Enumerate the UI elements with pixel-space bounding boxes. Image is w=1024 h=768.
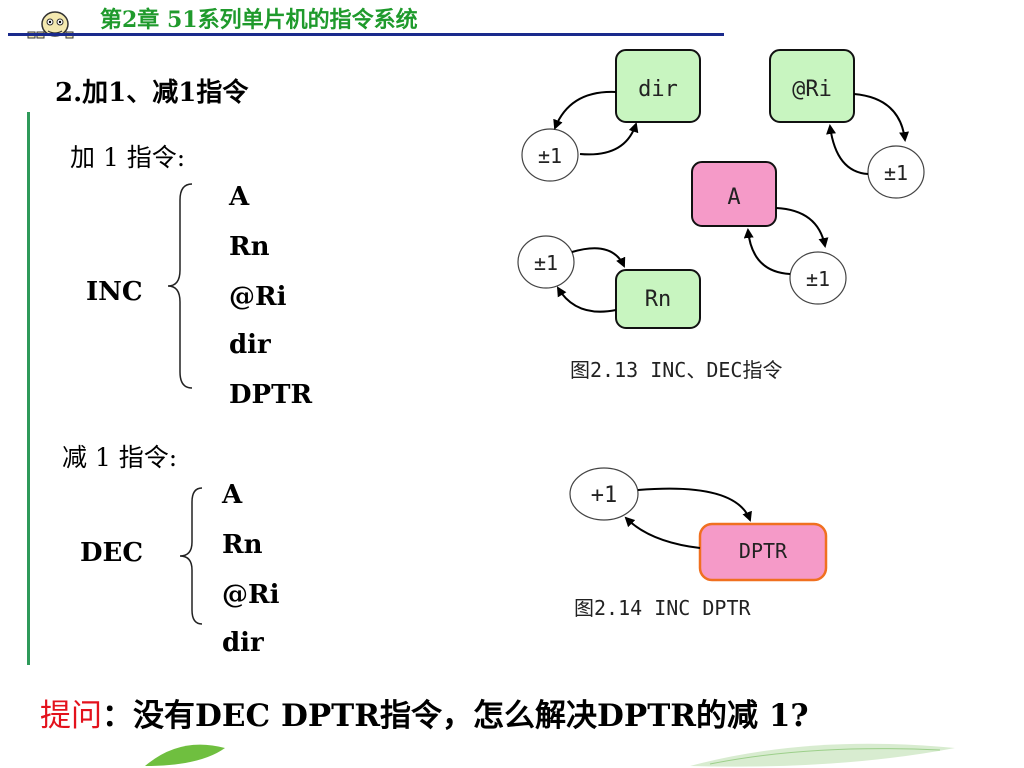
svg-text:+1: +1 bbox=[591, 483, 618, 508]
leaf-decoration-left-icon bbox=[145, 744, 225, 766]
inc-operand-rn: Rn bbox=[229, 232, 270, 262]
section-title: 2.加1、减1指令 bbox=[55, 78, 249, 108]
figure-inc-dptr-diagram: +1 DPTR bbox=[569, 467, 828, 582]
circle-pm1-ri: ±1 bbox=[867, 145, 925, 199]
dec-mnemonic: DEC bbox=[80, 538, 144, 568]
circle-pm1-rn: ±1 bbox=[517, 235, 575, 289]
arrow-plus1-to-dptr bbox=[637, 487, 752, 522]
svg-text:DPTR: DPTR bbox=[739, 539, 788, 563]
dec-operand-dir: dir bbox=[222, 628, 264, 658]
dec-label: 减 1 指令: bbox=[62, 443, 178, 472]
node-ri: @Ri bbox=[769, 49, 855, 123]
circle-pm1-dir: ±1 bbox=[521, 128, 579, 182]
header-divider bbox=[8, 33, 724, 36]
inc-operand-ri: @Ri bbox=[229, 282, 287, 312]
circle-pm1-a: ±1 bbox=[789, 251, 847, 305]
node-a: A bbox=[691, 161, 777, 227]
arrow-a-to-pm1 bbox=[775, 207, 829, 248]
leaf-decoration-right-icon bbox=[690, 743, 955, 767]
inc-label: 加 1 指令: bbox=[70, 143, 186, 172]
svg-text:A: A bbox=[727, 185, 740, 210]
inc-operand-a: A bbox=[229, 182, 250, 212]
circle-plus1-dptr: +1 bbox=[569, 467, 639, 521]
inc-operand-dir: dir bbox=[229, 330, 271, 360]
dec-operand-a: A bbox=[222, 480, 243, 510]
question-line: 提问：没有DEC DPTR指令，怎么解决DPTR的减 1? bbox=[40, 690, 809, 735]
node-rn: Rn bbox=[615, 269, 701, 329]
arrow-ri-to-pm1 bbox=[853, 93, 910, 142]
svg-text:±1: ±1 bbox=[884, 161, 908, 185]
question-text: ：没有DEC DPTR指令，怎么解决DPTR的减 1? bbox=[102, 698, 809, 734]
svg-text:dir: dir bbox=[638, 77, 678, 102]
svg-text:±1: ±1 bbox=[806, 267, 830, 291]
inc-brace bbox=[167, 183, 193, 389]
node-dir: dir bbox=[615, 49, 701, 123]
arrow-dir-to-pm1 bbox=[553, 90, 617, 130]
left-accent-bar bbox=[27, 112, 30, 665]
svg-text:±1: ±1 bbox=[538, 144, 562, 168]
svg-text:@Ri: @Ri bbox=[792, 77, 832, 102]
arrow-pm1-to-a bbox=[743, 228, 791, 275]
svg-text:±1: ±1 bbox=[534, 251, 558, 275]
arrow-pm1-to-rn bbox=[571, 247, 626, 268]
question-prefix: 提问 bbox=[40, 698, 102, 734]
arrow-pm1-to-ri bbox=[826, 124, 869, 175]
figure-2-14-caption: 图2.14 INC DPTR bbox=[574, 596, 751, 620]
arrow-rn-to-pm1 bbox=[556, 286, 617, 313]
figure-2-13-caption: 图2.13 INC、DEC指令 bbox=[570, 358, 783, 382]
dec-operand-ri: @Ri bbox=[222, 580, 280, 610]
inc-operand-dptr: DPTR bbox=[229, 380, 313, 410]
inc-mnemonic: INC bbox=[86, 277, 143, 307]
arrow-dptr-to-plus1 bbox=[624, 516, 701, 549]
dec-operand-rn: Rn bbox=[222, 530, 263, 560]
dec-brace bbox=[179, 487, 203, 625]
arrow-pm1-to-dir bbox=[579, 122, 639, 156]
chapter-title: 第2章 51系列单片机的指令系统 bbox=[100, 7, 418, 33]
node-dptr: DPTR bbox=[698, 522, 828, 582]
svg-text:Rn: Rn bbox=[645, 287, 672, 312]
figure-inc-dec-diagram: dir ±1 @Ri ±1 A ±1 Rn ±1 bbox=[517, 49, 925, 329]
